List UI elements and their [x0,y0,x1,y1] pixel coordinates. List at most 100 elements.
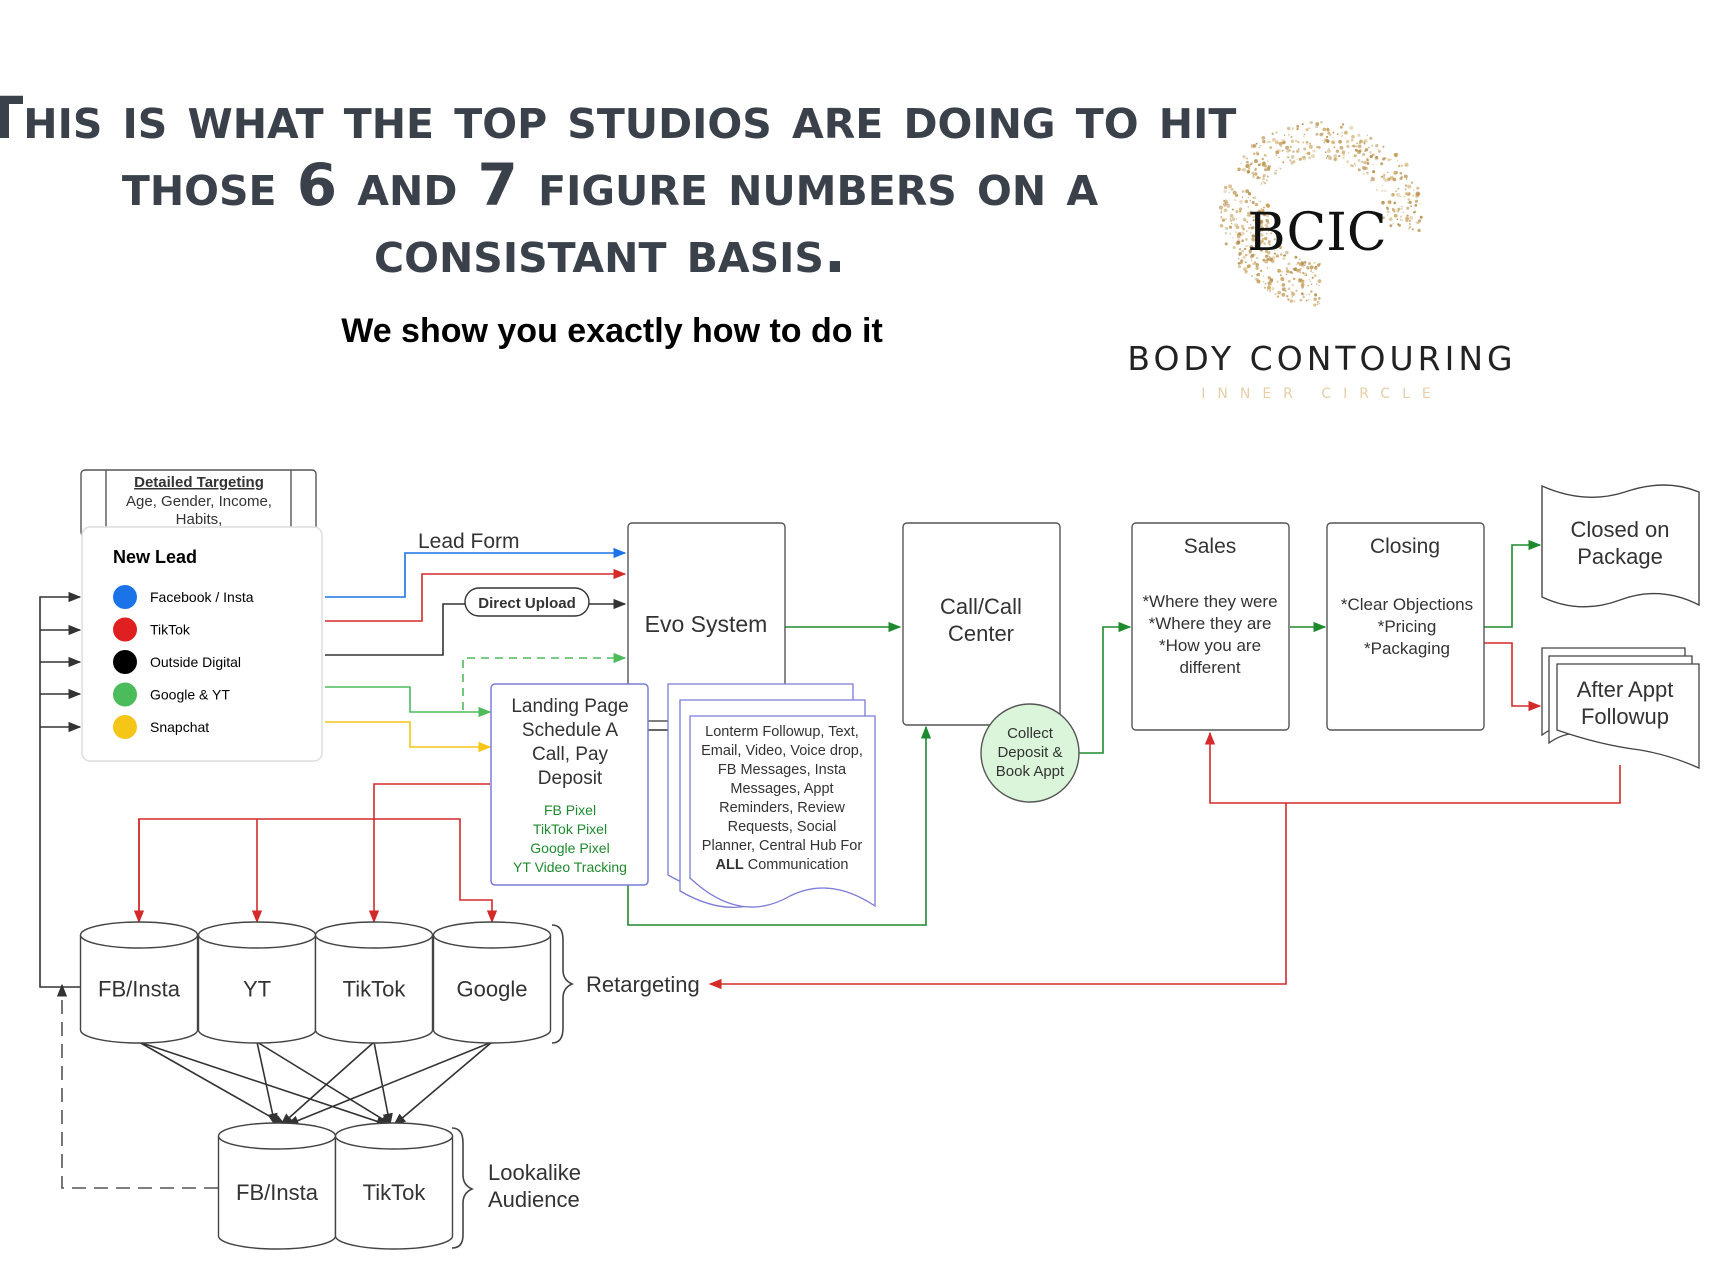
followup-line-2: Email, Video, Voice drop, [701,743,863,759]
lead-source-label: TikTok [150,622,191,638]
followup-line-8: ALL Communication [716,857,849,873]
after-to-sales-line [1204,731,1621,804]
collect-deposit-circle: Collect Deposit & Book Appt [980,703,1080,803]
source-dot-icon [113,585,137,609]
detailed-targeting-box: Detailed Targeting Age, Gender, Income, … [80,469,317,537]
after-appt-followup-stack: After Appt Followup [1541,647,1700,770]
google-line [325,686,492,718]
lead-source-label: Facebook / Insta [150,589,254,605]
tiktok-to-lookalike-tiktok [373,1041,393,1127]
closing-line-3: *Packaging [1364,639,1450,658]
after-line-2: Followup [1581,704,1669,729]
pixel-tiktok: TikTok Pixel [533,821,607,837]
retargeting-databases: FB/Insta YT TikTok Google [79,921,552,1044]
source-dot-icon [113,650,137,674]
logo-name: BODY CONTOURING [1127,339,1516,378]
new-lead-title: New Lead [113,547,197,567]
logo-monogram: BCIC [1247,203,1386,263]
source-dot-icon [113,617,137,642]
connectors [39,539,1621,1249]
direct-upload-text: Direct Upload [478,595,576,612]
lead-source-row: Google & YT [113,682,230,707]
lookalike-feedback-arrow [56,983,218,1189]
bcic-logo: BCIC BODY CONTOURING INNER CIRCLE [1127,120,1516,402]
database-cylinder: TikTok [334,1122,454,1250]
sales-line-1: *Where they were [1142,592,1277,611]
lookalike-databases: FB/Insta TikTok [217,1122,454,1250]
lead-source-row: Facebook / Insta [113,585,254,609]
fb-to-lookalike-tiktok [138,1041,390,1127]
source-dot-icon [113,682,137,707]
pixel-branch-line [138,818,498,924]
snapchat-line [325,721,492,753]
database-label: FB/Insta [236,1180,319,1205]
headline-line-2: those 6 and 7 figure numbers on a [122,151,1099,219]
database-cylinder: YT [197,921,317,1044]
followup-line-6: Requests, Social [728,819,837,835]
followup-line-3: FB Messages, Insta [718,762,847,778]
lead-form-text: Lead Form [418,530,520,553]
closed-on-package-doc: Closed on Package [1541,484,1700,608]
sales-line-4: different [1179,658,1240,677]
followup-line-5: Reminders, Review [719,800,845,816]
google-to-lookalike-tiktok [393,1041,493,1126]
followup-document-stack: Lonterm Followup, Text, Email, Video, Vo… [667,683,876,909]
closing-to-closed-line [1483,539,1542,628]
sales-line-3: *How you are [1159,636,1261,655]
followup-bold: ALL [716,857,744,873]
collect-line-2: Deposit & [997,744,1062,761]
followup-line-4: Messages, Appt [730,781,833,797]
closed-line-1: Closed on [1570,517,1669,542]
landing-to-evo-dashed [462,652,627,710]
lead-source-label: Snapchat [150,719,209,735]
direct-upload-pill: Direct Upload [464,587,590,617]
collect-line-3: Book Appt [996,763,1065,780]
closing-to-after-line [1483,642,1542,712]
lookalike-label-2: Audience [488,1187,580,1212]
followup-line-7: Planner, Central Hub For [702,838,863,854]
database-cylinder: Google [432,921,552,1044]
yt-to-lookalike-fb [256,1041,278,1127]
sales-line-2: *Where they are [1149,614,1272,633]
pixel-yt: YT Video Tracking [513,859,627,875]
closing-title: Closing [1370,535,1440,558]
landing-line-1: Landing Page [511,696,628,717]
call-center-line-2: Center [948,621,1014,646]
landing-page-box: Landing Page Schedule A Call, Pay Deposi… [490,683,649,886]
call-center-box: Call/Call Center [902,522,1061,726]
pixel-google: Google Pixel [530,840,609,856]
database-cylinder: TikTok [314,921,434,1044]
feedback-arrow-facebook [39,591,82,988]
collect-line-1: Collect [1007,725,1054,742]
database-label: TikTok [343,977,407,1002]
lead-source-label: Google & YT [150,687,230,703]
landing-line-4: Deposit [538,768,603,789]
closing-line-1: *Clear Objections [1341,595,1473,614]
landing-line-2: Schedule A [522,720,618,741]
pixel-to-tiktok-line [368,783,490,924]
logo-tagline: INNER CIRCLE [1201,386,1442,402]
closing-line-2: *Pricing [1378,617,1437,636]
closed-line-2: Package [1577,544,1663,569]
evo-system-label: Evo System [645,611,768,637]
targeting-line-1: Age, Gender, Income, [126,493,272,510]
database-cylinder: FB/Insta [79,921,199,1044]
followup-line-1: Lonterm Followup, Text, [705,724,859,740]
collect-to-sales-line [1077,621,1132,754]
gold-dust-icon [1218,120,1423,307]
tiktok-to-lookalike-fb [280,1041,375,1126]
database-label: TikTok [363,1180,427,1205]
lookalike-brace [451,1127,474,1249]
lead-source-row: Snapchat [113,715,209,739]
database-label: FB/Insta [98,977,181,1002]
to-retargeting-line [708,803,1287,990]
lead-source-row: TikTok [113,617,191,642]
targeting-line-2: Habits, [176,511,223,528]
google-to-lookalike-fb [285,1041,493,1126]
landing-line-3: Call, Pay [532,744,609,765]
sales-title: Sales [1184,535,1237,558]
lead-form-label: Lead Form [418,530,520,553]
yt-to-lookalike-tiktok [256,1041,394,1126]
